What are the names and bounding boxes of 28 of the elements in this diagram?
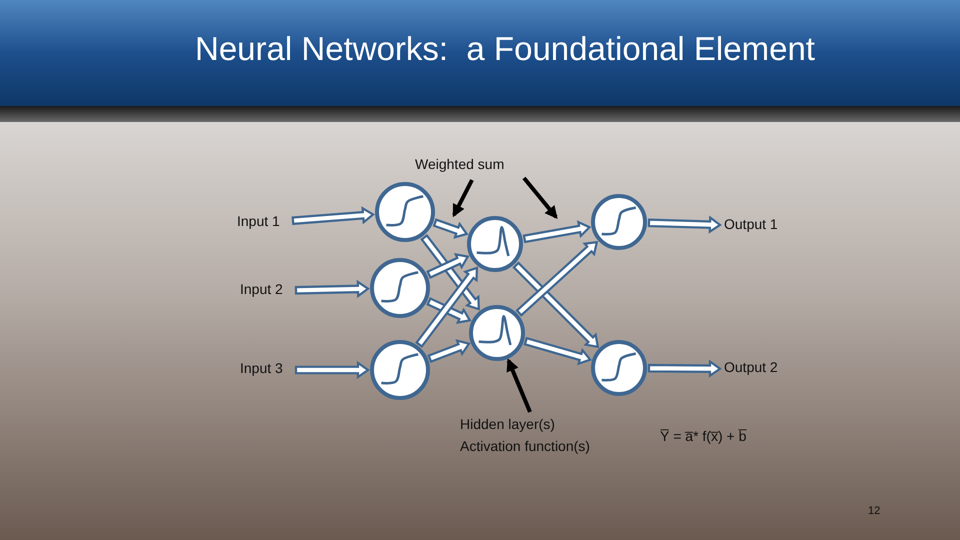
page-number: 12	[868, 505, 880, 517]
annotation-text: Weighted sum	[415, 156, 504, 172]
formula: Y̅ = a̅* f(x̅) + b̅	[660, 428, 746, 444]
block-arrow	[292, 206, 375, 226]
slide-title: Neural Networks: a Foundational Element	[194, 30, 816, 68]
block-arrow	[427, 339, 471, 363]
block-arrow	[415, 266, 478, 348]
block-arrow	[524, 336, 592, 366]
block-arrow	[522, 220, 592, 244]
leader-arrow	[522, 176, 558, 219]
input-label: Input 2	[240, 281, 283, 297]
input-label: Input 1	[237, 213, 280, 229]
block-arrow	[426, 253, 470, 279]
leader-arrow	[506, 358, 532, 413]
block-arrow	[648, 360, 722, 378]
block-arrow	[294, 280, 370, 298]
peak-neuron-circle	[467, 216, 523, 272]
output-label: Output 1	[724, 216, 778, 232]
block-arrow	[432, 218, 469, 239]
input-label: Input 3	[240, 360, 283, 376]
peak-neuron-circle	[469, 305, 525, 361]
annotation-text: Hidden layer(s) Activation function(s)	[460, 415, 591, 456]
block-arrow	[515, 240, 598, 317]
block-arrow	[294, 360, 370, 380]
output-label: Output 2	[724, 359, 778, 375]
block-arrow	[648, 216, 722, 234]
block-arrow	[512, 261, 600, 348]
leader-arrow	[452, 179, 474, 218]
